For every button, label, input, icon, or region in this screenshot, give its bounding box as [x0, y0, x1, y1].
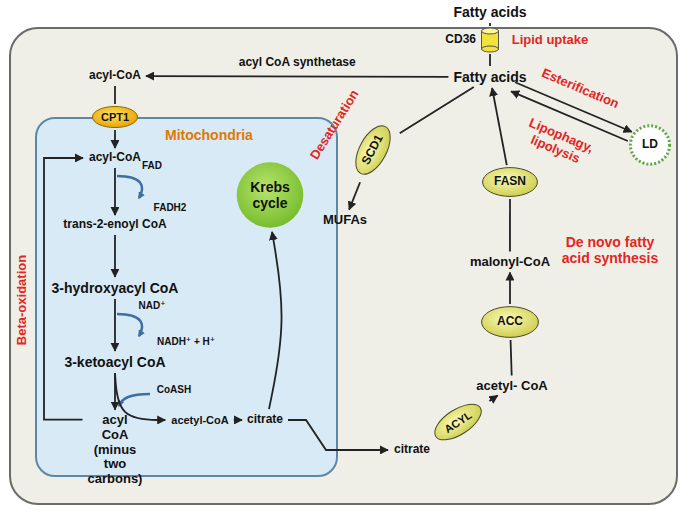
metabolite-text: 3-hydroxyacyl CoA	[49, 279, 182, 297]
node-label: CPT1	[101, 111, 129, 124]
pathway-arrow	[509, 272, 511, 304]
enzyme-ellipse-shape	[429, 397, 487, 447]
transporter-ellipse-shape	[92, 106, 137, 127]
pathway-arrow	[509, 199, 511, 252]
node-label: ACC	[497, 315, 523, 329]
pathway-arrow	[234, 419, 242, 421]
metabolite-text: citrate	[244, 412, 286, 428]
node-label: acyl-CoA	[89, 69, 141, 83]
metabolite-text: citrate	[391, 442, 433, 458]
annotation-label: CoASH	[157, 384, 191, 396]
node-label: Krebs cycle	[240, 179, 300, 211]
mitochondria-compartment: Mitochondria acyl-CoA trans-2-enoyl CoA Kre…	[35, 117, 338, 477]
cell-membrane	[10, 28, 677, 504]
enzyme-ellipse: ACC	[481, 306, 539, 338]
krebs-cycle-circle-shape	[237, 162, 304, 227]
enzyme-ellipse-shape	[482, 307, 539, 338]
annotation-label: FAD	[142, 160, 162, 172]
coash-arrow	[119, 394, 150, 406]
pathway-arrow	[515, 82, 632, 132]
metabolite-text: malonyl-CoA	[467, 254, 553, 271]
pathway-arrow	[400, 87, 474, 133]
annotation-label: NADH⁺ + H⁺	[157, 336, 215, 348]
node-label: acyl-CoA	[89, 151, 141, 165]
fad-arrow	[117, 176, 142, 198]
node-label: 3-hydroxyacyl CoA	[52, 280, 179, 296]
annotation-label: De novo fatty acid synthesis	[560, 234, 660, 266]
metabolite-text: acetyl-CoA	[168, 413, 231, 428]
pathway-arrow	[146, 75, 448, 78]
pathway-arrow	[114, 130, 116, 148]
enzyme-ellipse: ACYL	[428, 396, 487, 447]
compartment-heading: Mitochondria	[165, 127, 253, 143]
annotation-label: Lipid uptake	[512, 33, 589, 48]
pathway-arrow	[114, 373, 116, 410]
pathway-arrow	[114, 235, 116, 277]
node-label: 3-ketoacyl CoA	[64, 354, 165, 370]
transporter-ellipse: CPT1	[92, 106, 138, 128]
annotation-label: NAD⁺	[139, 300, 166, 312]
metabolite-text: 3-ketoacyl CoA	[61, 353, 168, 371]
metabolite-text: acetyl- CoA	[473, 378, 551, 395]
metabolite-text: MUFAs	[320, 212, 370, 229]
node-label: malonyl-CoA	[470, 255, 550, 270]
metabolite-text: Fatty acids	[450, 3, 529, 21]
metabolite-text: acyl-CoA	[86, 68, 144, 84]
pathway-arrow	[492, 88, 507, 165]
cylinder-outline	[481, 28, 499, 52]
pathway-arrow	[489, 396, 497, 401]
pathway-arrow	[511, 340, 512, 376]
lipid-droplet: LD	[630, 125, 670, 165]
node-label: citrate	[247, 413, 283, 427]
metabolite-text: acyl CoA (minus two carbons)	[85, 412, 146, 489]
enzyme-ellipse-shape	[349, 120, 398, 179]
pathway-arrow	[114, 168, 116, 215]
pathway-arrow	[114, 299, 116, 351]
enzyme-ellipse: FASN	[482, 167, 538, 197]
krebs-cycle-circle: Krebs cycle	[236, 161, 304, 229]
node-label: MUFAs	[323, 213, 367, 228]
metabolite-text: acyl-CoA	[86, 150, 144, 166]
cylinder-top	[482, 28, 499, 34]
enzyme-ellipse: SCD1	[348, 120, 398, 181]
pathway-arrow	[269, 232, 282, 409]
node-label: Fatty acids	[453, 4, 526, 20]
edge-label: Lipophagy, lipolysis	[515, 113, 602, 173]
cylinder-bottom	[482, 46, 499, 52]
nad-arrow	[117, 314, 142, 336]
annotation-label: Beta-oxidation	[15, 255, 30, 345]
pathway-arrow	[114, 86, 116, 104]
node-label: acetyl- CoA	[476, 379, 548, 394]
pathway-arrow	[489, 54, 491, 66]
node-label: FASN	[494, 175, 526, 189]
enzyme-ellipse-shape	[483, 168, 538, 197]
pathway-arrow	[115, 373, 165, 420]
pathway-arrow	[288, 420, 388, 450]
node-label: LD	[642, 138, 658, 152]
node-label: CD36	[445, 33, 476, 47]
transporter-cylinder: CD36	[481, 28, 499, 52]
node-label: Fatty acids	[453, 69, 526, 85]
edge-label: acyl CoA synthetase	[239, 57, 356, 71]
node-label: trans-2-enoyl CoA	[63, 218, 166, 232]
metabolite-text: Fatty acids	[450, 68, 529, 86]
lipid-droplet-shape	[630, 126, 669, 164]
pathway-arrow	[511, 91, 628, 141]
pathway-arrow	[44, 158, 83, 420]
pathway-arrow	[489, 23, 491, 26]
pathway-arrow	[349, 182, 360, 209]
metabolite-text: trans-2-enoyl CoA	[60, 217, 169, 233]
pathway-arrow	[426, 440, 428, 442]
edge-label: Esterification	[540, 66, 622, 112]
node-label: citrate	[394, 443, 430, 457]
node-label: acetyl-CoA	[171, 414, 228, 427]
node-label: acyl CoA (minus two carbons)	[88, 413, 143, 488]
annotation-label: FADH2	[154, 202, 187, 214]
